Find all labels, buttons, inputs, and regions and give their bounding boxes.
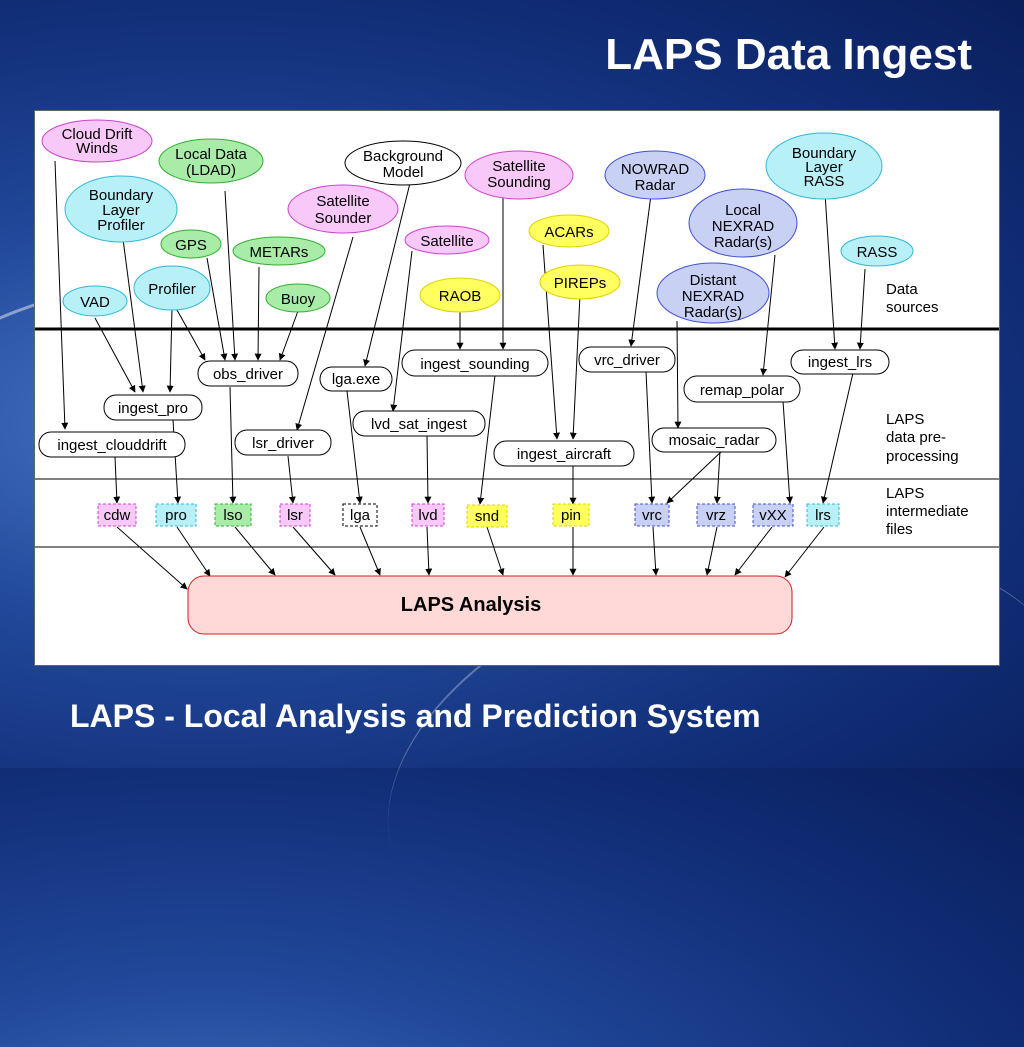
source-pireps: PIREPs [539,264,621,300]
proc-ingest-lrs: ingest_lrs [790,349,890,375]
svg-text:lga: lga [350,507,371,524]
svg-text:pin: pin [561,507,581,524]
source-local-data-ldad: Local Data(LDAD) [158,138,264,184]
source-rass: RASS [840,235,914,267]
svg-text:ingest_lrs: ingest_lrs [808,354,872,371]
svg-text:vrc_driver: vrc_driver [594,352,660,369]
file-vrc: vrc [634,503,670,527]
source-acars: ACARs [528,214,610,248]
svg-text:ingest_clouddrift: ingest_clouddrift [57,437,167,454]
file-lso: lso [214,503,252,527]
file-snd: snd [466,504,508,528]
tier-label-intermediate: LAPS intermediate files [886,485,973,538]
svg-text:cdw: cdw [104,507,131,524]
svg-text:remap_polar: remap_polar [700,382,784,399]
proc-ingest-sounding: ingest_sounding [401,349,549,377]
source-buoy: Buoy [265,283,331,313]
laps-ingest-diagram: Data sources LAPS data pre- processing L… [34,110,1000,666]
file-cdw: cdw [97,503,137,527]
svg-text:obs_driver: obs_driver [213,366,283,383]
svg-text:Satellite: Satellite [420,233,473,250]
svg-text:VAD: VAD [80,294,110,311]
svg-text:lso: lso [223,507,242,524]
tier-label-data-sources: Data sources [886,281,939,316]
source-satellite: Satellite [404,225,490,255]
proc-lga-exe: lga.exe [319,366,393,392]
svg-text:vrz: vrz [706,507,726,524]
source-profiler: Profiler [133,265,211,311]
source-gps: GPS [160,229,222,259]
laps-analysis-box: LAPS Analysis [187,575,793,635]
source-metars: METARs [232,236,326,266]
svg-text:METARs: METARs [250,244,309,261]
svg-text:vrc: vrc [642,507,662,524]
footer-subtitle: LAPS - Local Analysis and Prediction Sys… [70,698,761,734]
svg-text:lsr: lsr [287,507,303,524]
svg-text:mosaic_radar: mosaic_radar [669,432,760,449]
svg-text:lsr_driver: lsr_driver [252,435,314,452]
svg-text:Buoy: Buoy [281,291,316,308]
file-pro: pro [155,503,197,527]
svg-text:ACARs: ACARs [544,224,593,241]
file-lsr: lsr [279,503,311,527]
source-raob: RAOB [419,277,501,313]
proc-lsr-driver: lsr_driver [234,429,332,456]
file-pin: pin [552,503,590,527]
proc-obs-driver: obs_driver [197,360,299,387]
svg-text:ingest_aircraft: ingest_aircraft [517,446,612,463]
diagram-canvas: Data sources LAPS data pre- processing L… [35,119,999,635]
proc-ingest-aircraft: ingest_aircraft [493,440,635,467]
proc-mosaic-radar: mosaic_radar [651,427,777,453]
svg-text:ingest_sounding: ingest_sounding [420,356,529,373]
svg-text:Local Data(LDAD): Local Data(LDAD) [175,146,247,179]
svg-text:RASS: RASS [857,244,898,261]
svg-text:LAPS Analysis: LAPS Analysis [401,594,541,616]
file-lrs: lrs [806,503,840,527]
proc-remap-polar: remap_polar [683,375,801,403]
file-vrz: vrz [696,503,736,527]
svg-text:snd: snd [475,508,499,525]
slide-title: LAPS Data Ingest [605,30,972,79]
svg-text:vXX: vXX [759,507,787,524]
svg-text:ingest_pro: ingest_pro [118,400,188,417]
svg-text:lrs: lrs [815,507,831,524]
svg-text:lvd: lvd [418,507,437,524]
svg-text:Profiler: Profiler [148,281,196,298]
file-lvd: lvd [411,503,445,527]
proc-ingest-pro: ingest_pro [103,394,203,421]
proc-vrc-driver: vrc_driver [578,346,676,373]
svg-text:PIREPs: PIREPs [554,275,607,292]
svg-text:lga.exe: lga.exe [332,371,380,388]
file-vxx: vXX [752,503,794,527]
proc-lvd-sat-ingest: lvd_sat_ingest [352,410,486,437]
svg-text:pro: pro [165,507,187,524]
source-vad: VAD [62,285,128,317]
proc-ingest-clouddrift: ingest_clouddrift [38,431,186,458]
file-lga: lga [342,503,378,527]
tier-label-preprocessing: LAPS data pre- processing [886,411,959,465]
flow-arrows [54,160,866,590]
svg-text:GPS: GPS [175,237,207,254]
svg-text:RAOB: RAOB [439,288,482,305]
svg-text:lvd_sat_ingest: lvd_sat_ingest [371,416,468,433]
